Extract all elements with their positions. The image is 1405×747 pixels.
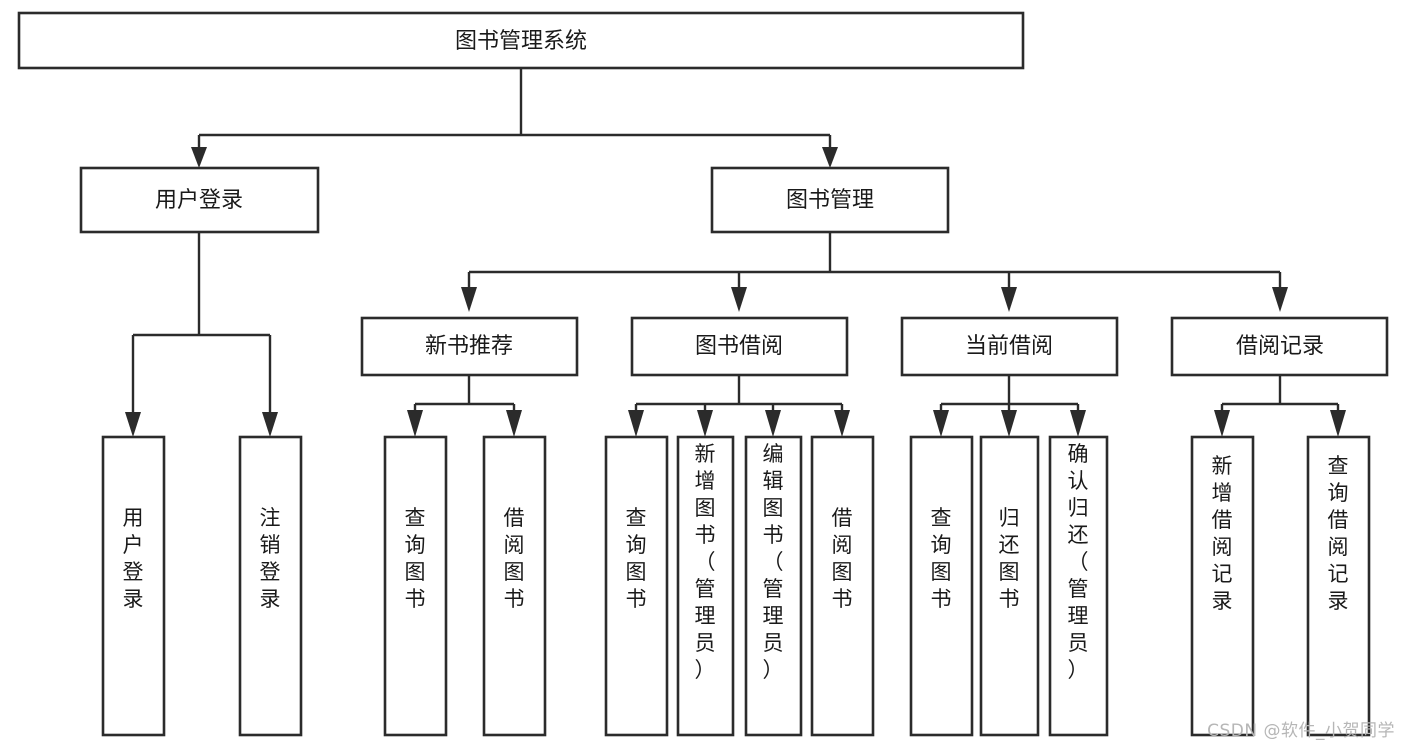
leaf-query-book-2[interactable]: 查询图书: [604, 435, 669, 737]
node-book-borrow-label: 图书借阅: [695, 334, 783, 359]
arrowhead-leaf-add-book: [697, 410, 713, 437]
leaf-query-record-label: 查询借阅记录: [1328, 454, 1349, 613]
node-book-borrow[interactable]: 图书借阅: [630, 316, 849, 377]
node-new-book-rec-label: 新书推荐: [425, 334, 513, 359]
leaf-user-login-box[interactable]: [101, 435, 166, 737]
leaf-query-book-2-label: 查询图书: [626, 506, 647, 611]
leaf-logout-box[interactable]: [238, 435, 303, 737]
leaf-query-record-box[interactable]: [1306, 435, 1371, 737]
arrowhead-user-login: [191, 147, 207, 168]
leaf-query-book-1-label: 查询图书: [405, 506, 426, 611]
leaf-edit-book-label: 编辑图书（管理员）: [763, 442, 784, 682]
leaf-query-book-3[interactable]: 查询图书: [909, 435, 974, 737]
node-borrow-record-label: 借阅记录: [1236, 334, 1324, 359]
node-user-login-box[interactable]: [79, 166, 320, 234]
leaf-edit-book-box[interactable]: [744, 435, 803, 737]
node-book-manage-label: 图书管理: [786, 188, 874, 213]
leaf-confirm-return-box[interactable]: [1048, 435, 1109, 737]
arrowhead-leaf-edit-book: [765, 410, 781, 437]
leaf-add-book-box[interactable]: [676, 435, 735, 737]
csdn-watermark: CSDN @软件_小贺同学: [1207, 721, 1395, 741]
node-current-borrow-box[interactable]: [900, 316, 1119, 377]
arrowhead-leaf-confirm-return: [1070, 410, 1086, 437]
leaf-borrow-book-2-box[interactable]: [810, 435, 875, 737]
leaf-borrow-book-2[interactable]: 借阅图书: [810, 435, 875, 737]
node-new-book-rec-box[interactable]: [360, 316, 579, 377]
arrowhead-leaf-query-book-2: [628, 410, 644, 437]
node-root-box[interactable]: [17, 11, 1025, 70]
leaf-query-book-1-box[interactable]: [383, 435, 448, 737]
connector-layer: [125, 68, 1346, 437]
leaf-confirm-return-label: 确认归还（管理员）: [1068, 442, 1089, 682]
arrowhead-book-borrow: [731, 287, 747, 312]
leaf-logout-label: 注销登录: [260, 506, 281, 611]
node-book-manage-box[interactable]: [710, 166, 950, 234]
leaf-borrow-book-2-label: 借阅图书: [832, 506, 853, 611]
node-current-borrow-label: 当前借阅: [965, 334, 1053, 359]
arrowhead-leaf-user-login: [125, 412, 141, 437]
leaf-query-record[interactable]: 查询借阅记录: [1306, 435, 1371, 737]
node-root[interactable]: 图书管理系统: [17, 11, 1025, 70]
arrowhead-leaf-query-book-3: [933, 410, 949, 437]
leaf-borrow-book-1[interactable]: 借阅图书: [482, 435, 547, 737]
leaf-add-book[interactable]: 新增图书（管理员）: [676, 435, 735, 737]
leaf-query-book-1[interactable]: 查询图书: [383, 435, 448, 737]
leaf-edit-book[interactable]: 编辑图书（管理员）: [744, 435, 803, 737]
leaf-add-book-label: 新增图书（管理员）: [695, 442, 716, 682]
arrowhead-new-book-rec: [461, 287, 477, 312]
leaf-user-login-label: 用户登录: [123, 506, 144, 611]
arrowhead-leaf-borrow-book-2: [834, 410, 850, 437]
leaf-add-record[interactable]: 新增借阅记录: [1190, 435, 1255, 737]
arrowhead-leaf-return-book: [1001, 410, 1017, 437]
leaf-query-book-3-box[interactable]: [909, 435, 974, 737]
leaf-user-login[interactable]: 用户登录: [101, 435, 166, 737]
arrowhead-borrow-record: [1272, 287, 1288, 312]
arrowhead-book-manage: [822, 147, 838, 168]
leaf-query-book-3-label: 查询图书: [931, 506, 952, 611]
arrowhead-leaf-query-record: [1330, 410, 1346, 437]
node-current-borrow[interactable]: 当前借阅: [900, 316, 1119, 377]
leaf-borrow-book-1-label: 借阅图书: [504, 506, 525, 611]
node-user-login-label: 用户登录: [155, 188, 243, 213]
node-book-borrow-box[interactable]: [630, 316, 849, 377]
leaf-confirm-return[interactable]: 确认归还（管理员）: [1048, 435, 1109, 737]
leaf-add-record-label: 新增借阅记录: [1212, 454, 1233, 613]
leaf-return-book-label: 归还图书: [999, 506, 1020, 611]
node-root-label: 图书管理系统: [455, 29, 587, 54]
leaf-query-book-2-box[interactable]: [604, 435, 669, 737]
leaf-logout[interactable]: 注销登录: [238, 435, 303, 737]
node-book-manage[interactable]: 图书管理: [710, 166, 950, 234]
leaf-return-book[interactable]: 归还图书: [979, 435, 1040, 737]
arrowhead-leaf-logout: [262, 412, 278, 437]
leaf-add-record-box[interactable]: [1190, 435, 1255, 737]
arrowhead-leaf-borrow-book-1: [506, 410, 522, 437]
node-borrow-record-box[interactable]: [1170, 316, 1389, 377]
arrowhead-leaf-query-book-1: [407, 410, 423, 437]
arrowhead-leaf-add-record: [1214, 410, 1230, 437]
node-new-book-rec[interactable]: 新书推荐: [360, 316, 579, 377]
node-user-login[interactable]: 用户登录: [79, 166, 320, 234]
node-borrow-record[interactable]: 借阅记录: [1170, 316, 1389, 377]
leaf-return-book-box[interactable]: [979, 435, 1040, 737]
arrowhead-current-borrow: [1001, 287, 1017, 312]
leaf-borrow-book-1-box[interactable]: [482, 435, 547, 737]
